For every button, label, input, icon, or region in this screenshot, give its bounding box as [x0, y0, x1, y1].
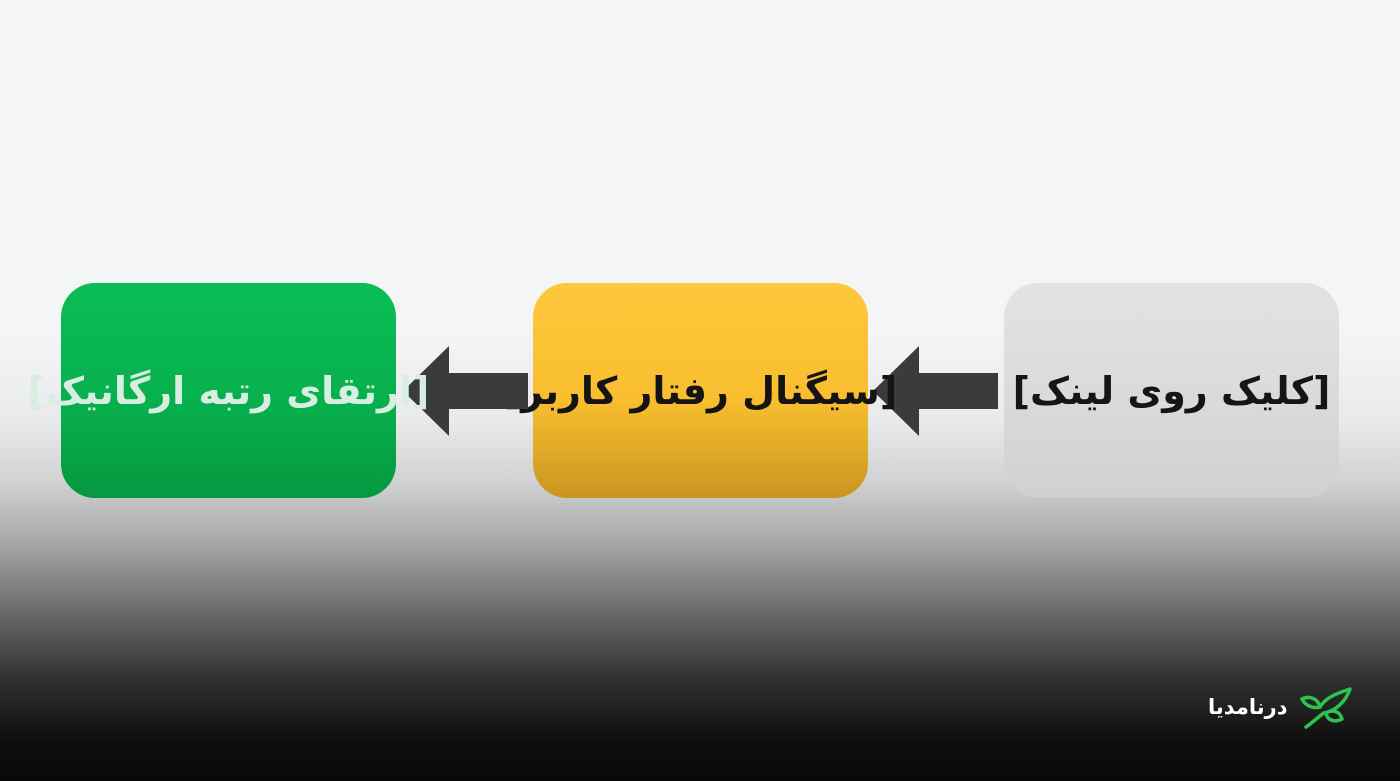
step-label-organic-rank: [ارتقای رتبه ارگانیک]: [27, 368, 430, 413]
step-label-link-click: [کلیک روی لینک]: [1012, 368, 1331, 413]
brand-name: درنامدیا: [1208, 695, 1288, 719]
arrow-left-icon: [873, 346, 998, 436]
step-box-link-click: [کلیک روی لینک]: [1004, 283, 1339, 498]
brand-watermark: درنامدیا: [1208, 682, 1358, 732]
step-label-user-signal: [سیگنال رفتار کاربر]: [503, 368, 898, 413]
arrow-left-icon: [403, 346, 528, 436]
step-box-organic-rank: [ارتقای رتبه ارگانیک]: [28, 283, 429, 498]
step-box-user-signal: [سیگنال رفتار کاربر]: [504, 283, 897, 498]
leaf-logo-icon: [1299, 687, 1352, 729]
